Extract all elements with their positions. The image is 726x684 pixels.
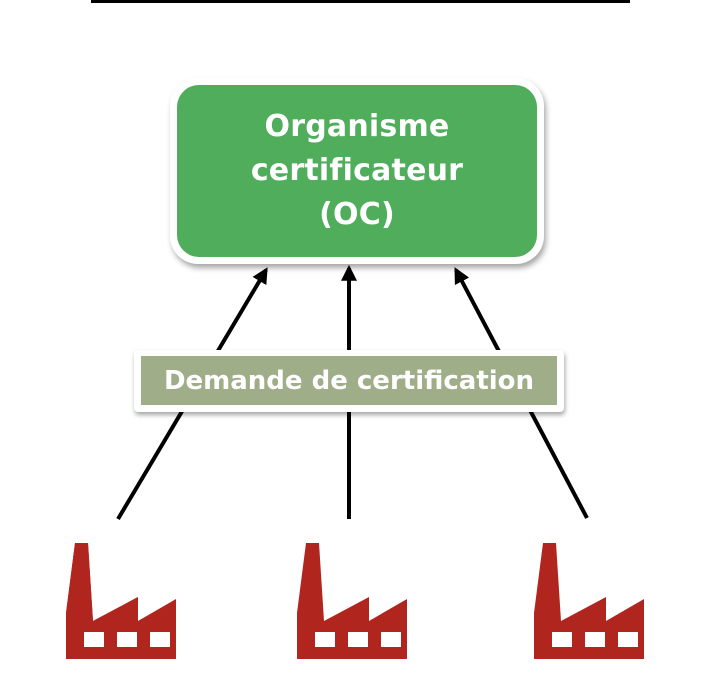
certifier-title-line-1: Organisme [264,109,450,144]
certifier-title-line-2: certificateur [250,153,464,188]
factory-icon [534,543,644,659]
top-rule [91,0,630,3]
request-label-box: Demande de certification [141,356,557,405]
factory-icon [66,543,176,659]
certifier-title-line-3: (OC) [319,197,395,232]
certifier-box: Organisme certificateur (OC) [177,85,537,257]
factory-icon [297,543,407,659]
request-label: Demande de certification [134,350,564,412]
request-label-text: Demande de certification [163,365,535,396]
certifier-node: Organisme certificateur (OC) [170,78,544,264]
